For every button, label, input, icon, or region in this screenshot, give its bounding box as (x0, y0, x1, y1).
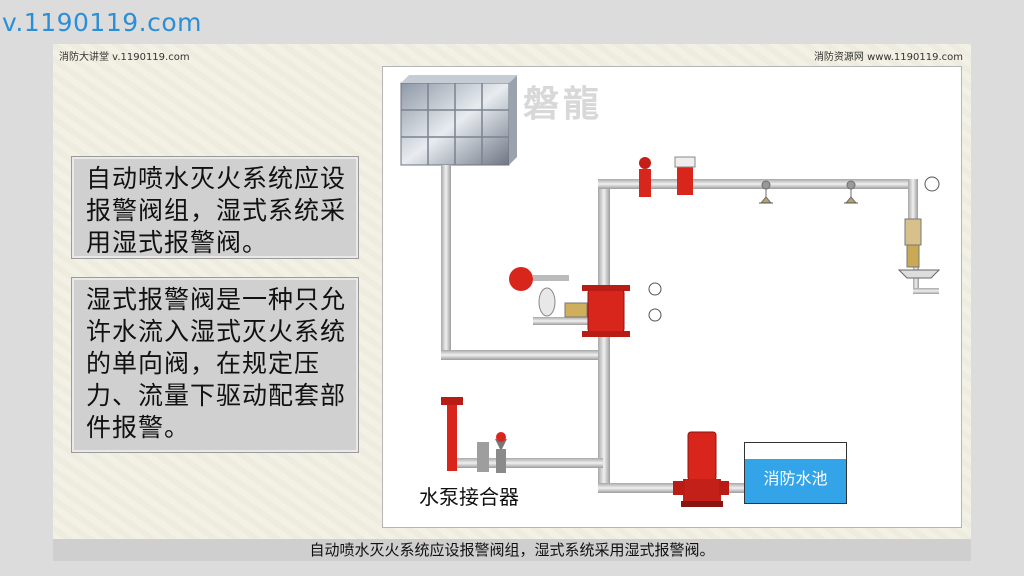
header-left: 消防大讲堂 v.1190119.com (59, 52, 190, 63)
textbox2-text: 湿式报警阀是一种只允许水流入湿式灭火系统的单向阀，在规定压力、流量下驱动配套部件… (86, 285, 347, 442)
header-right: 消防资源网 www.1190119.com (813, 52, 963, 63)
alarm-bell (509, 267, 569, 317)
diagram-drawing (400, 75, 941, 507)
pool-label: 消防水池 (763, 469, 828, 488)
brand-mark: 磐龍 (523, 84, 604, 125)
pump-connector (441, 397, 507, 473)
wet-alarm-valve (564, 282, 662, 337)
slide: 消防大讲堂 v.1190119.com 消防资源网 www.1190119.co… (53, 44, 971, 561)
signal-valves (639, 156, 696, 197)
textbox-wet-valve-definition: 湿式报警阀是一种只允许水流入湿式灭火系统的单向阀，在规定压力、流量下驱动配套部件… (71, 277, 359, 453)
watermark-url: v.1190119.com (2, 8, 202, 37)
fire-water-pool: 消防水池 (744, 442, 847, 504)
end-test-device (897, 176, 941, 279)
pool-water (745, 459, 846, 503)
system-diagram: 磐龍 (382, 66, 962, 528)
footer-caption: 自动喷水灭火系统应设报警阀组，湿式系统采用湿式报警阀。 (53, 539, 971, 561)
water-tank (400, 75, 517, 166)
sprinkler-heads (759, 180, 858, 204)
fire-pump (673, 431, 729, 507)
textbox-alarm-valve-requirement: 自动喷水灭火系统应设报警阀组，湿式系统采用湿式报警阀。 (71, 156, 359, 259)
textbox1-text: 自动喷水灭火系统应设报警阀组，湿式系统采用湿式报警阀。 (86, 164, 347, 257)
pump-connector-label: 水泵接合器 (419, 485, 519, 509)
